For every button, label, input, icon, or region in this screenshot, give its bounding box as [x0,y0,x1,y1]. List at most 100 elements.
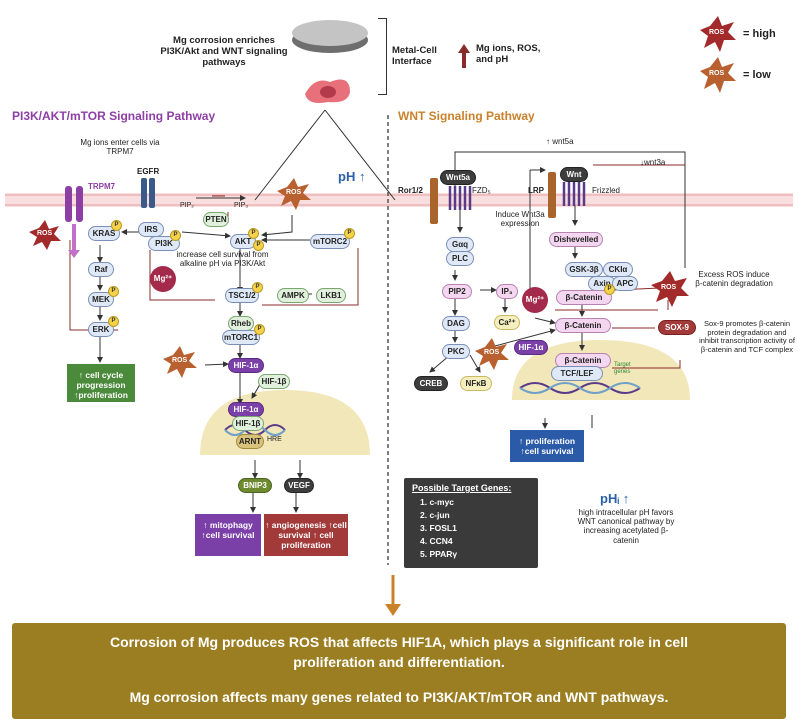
gene-item: 1. c-myc [420,497,455,507]
target-genes-label: Target genes [614,362,631,375]
bracket [378,18,387,95]
vegf-node: VEGF [284,478,314,493]
ror-label: Ror1/2 [398,186,423,195]
ca-node: Ca²⁺ [494,315,520,330]
hif1b-node: HIF-1β [258,374,290,389]
trpm7-channel-icon [62,178,86,258]
mtorc1-node: mTORC1 [222,330,260,345]
bnip3-node: BNIP3 [238,478,272,493]
ros-right-big-icon: ROS [650,270,690,308]
ros-right-icon: ROS [474,337,510,371]
creb-node: CREB [414,376,448,391]
dag-node: DAG [442,316,470,331]
lrp-receptor-icon [548,172,556,218]
summary-line2: Mg corrosion affects many genes related … [129,689,669,705]
mg-enter-text: Mg ions enter cells via TRPM7 [80,138,160,157]
sox9-node: SOX-9 [658,320,696,335]
pten-node: PTEN [203,212,229,227]
hif1a-node: HIF-1α [228,358,264,373]
p-badge: P [604,284,615,295]
raf-node: Raf [88,262,114,277]
irs-node: IRS [138,222,164,237]
lrp-label: LRP [528,186,544,195]
p-badge: P [344,228,355,239]
plc-node: PLC [446,251,474,266]
wnt5a-node: Wnt5a [440,170,476,185]
sox9-text: Sox-9 promotes β-catenin protein degrada… [699,319,795,354]
frizzled-receptor-icon [562,182,590,212]
mtorc2-node: mTORC2 [310,234,350,249]
phi-text: high intracellular pH favors WNT canonic… [577,508,675,545]
tcf-node: TCF/LEF [551,366,603,381]
p-badge: P [108,286,119,297]
hif1a-right-node: HIF-1α [514,340,548,355]
pip2-node: PIP2 [442,284,472,299]
possible-genes-box: Possible Target Genes: 1. c-myc 2. c-jun… [404,478,538,568]
rheb-node: Rheb [228,316,254,331]
hif1b-nuclear-node: HIF-1β [232,416,264,431]
wnt5a-up: ↑ wnt5a [546,137,574,146]
ros-left-icon: ROS [28,219,62,251]
fzd-receptor-icon [448,186,472,216]
ros-left-top-icon: ROS [276,177,312,211]
increase-text: increase cell survival from alkaline pH … [176,250,269,269]
frizzled-label: Frizzled [592,186,621,195]
cki-node: CKIα [603,262,633,277]
mitophagy-box: ↑ mitophagy ↑cell survival [195,514,261,556]
trpm7-label: TRPM7 [88,182,116,191]
bcat-node-2: β-Catenin [555,318,611,333]
kras-node: KRAS [88,226,120,241]
up-arrow-icon [458,44,470,73]
p-badge: P [252,282,263,293]
pkc-node: PKC [442,344,470,359]
mg2-right-icon: Mg²⁺ [522,287,548,313]
mg2-left-icon: Mg²⁺ [150,266,176,292]
bcat-node-1: β-Catenin [556,290,612,305]
phi-up: pHᵢ ↑ [600,491,630,506]
summary-line1: Corrosion of Mg produces ROS that affect… [110,634,688,671]
cell-cycle-box: ↑ cell cycle progression ↑proliferation [67,364,135,402]
legend-high: = high [743,28,776,40]
ph-up-left: pH ↑ [338,169,366,184]
ror-receptor-icon [430,178,438,224]
ip3-node: IP₃ [496,284,518,299]
ros-left-mid-icon: ROS [162,345,198,379]
gene-item: 3. FOSL1 [420,523,457,533]
gene-item: 5. PPARγ [420,549,458,559]
egfr-receptor-icon [138,178,158,214]
mg-corrosion-text: Mg corrosion enriches PI3K/Akt and WNT s… [160,35,288,68]
ros-low-icon: ROS [698,55,738,95]
gsk-node: GSK-3β [565,262,603,277]
proliferation-box: ↑ proliferation ↑cell survival [510,430,584,462]
metal-disc-icon [290,15,370,55]
excess-text: Excess ROS induce β-catenin degradation [695,270,773,289]
wnt-node: Wnt [560,167,588,182]
hif1a-nuclear-node: HIF-1α [228,402,264,417]
possible-genes-title: Possible Target Genes: [412,483,512,493]
legend-low: = low [743,69,771,81]
summary-panel: Corrosion of Mg produces ROS that affect… [12,623,786,719]
mek-node: MEK [88,292,114,307]
pip3-label: PIP₃ [234,202,249,209]
angio-box: ↑ angiogenesis ↑cell survival ↑ cell pro… [264,514,348,556]
fzd-label: FZD₅ [472,186,491,195]
p-badge: P [248,228,259,239]
ions-text: Mg ions, ROS, and pH [476,43,541,65]
hre-label: HRE [267,436,282,443]
interface-text: Metal-Cell Interface [392,45,437,67]
ampk-node: AMPK [277,288,309,303]
p-badge: P [170,230,181,241]
tsc-node: TSC1/2 [225,288,259,303]
pip2-label: PIP₂ [180,202,194,209]
p-badge: P [254,324,265,335]
dishevelled-node: Dishevelled [549,232,603,247]
induce-text: Induce Wnt3a expression [495,210,545,229]
ros-high-icon: ROS [698,14,738,54]
cell-icon [300,74,355,106]
arnt-node: ARNT [236,434,264,449]
right-title: WNT Signaling Pathway [398,109,535,123]
egfr-label: EGFR [137,167,160,176]
gaq-node: Gαq [446,237,474,252]
p-badge: P [108,316,119,327]
p-badge: P [111,220,122,231]
